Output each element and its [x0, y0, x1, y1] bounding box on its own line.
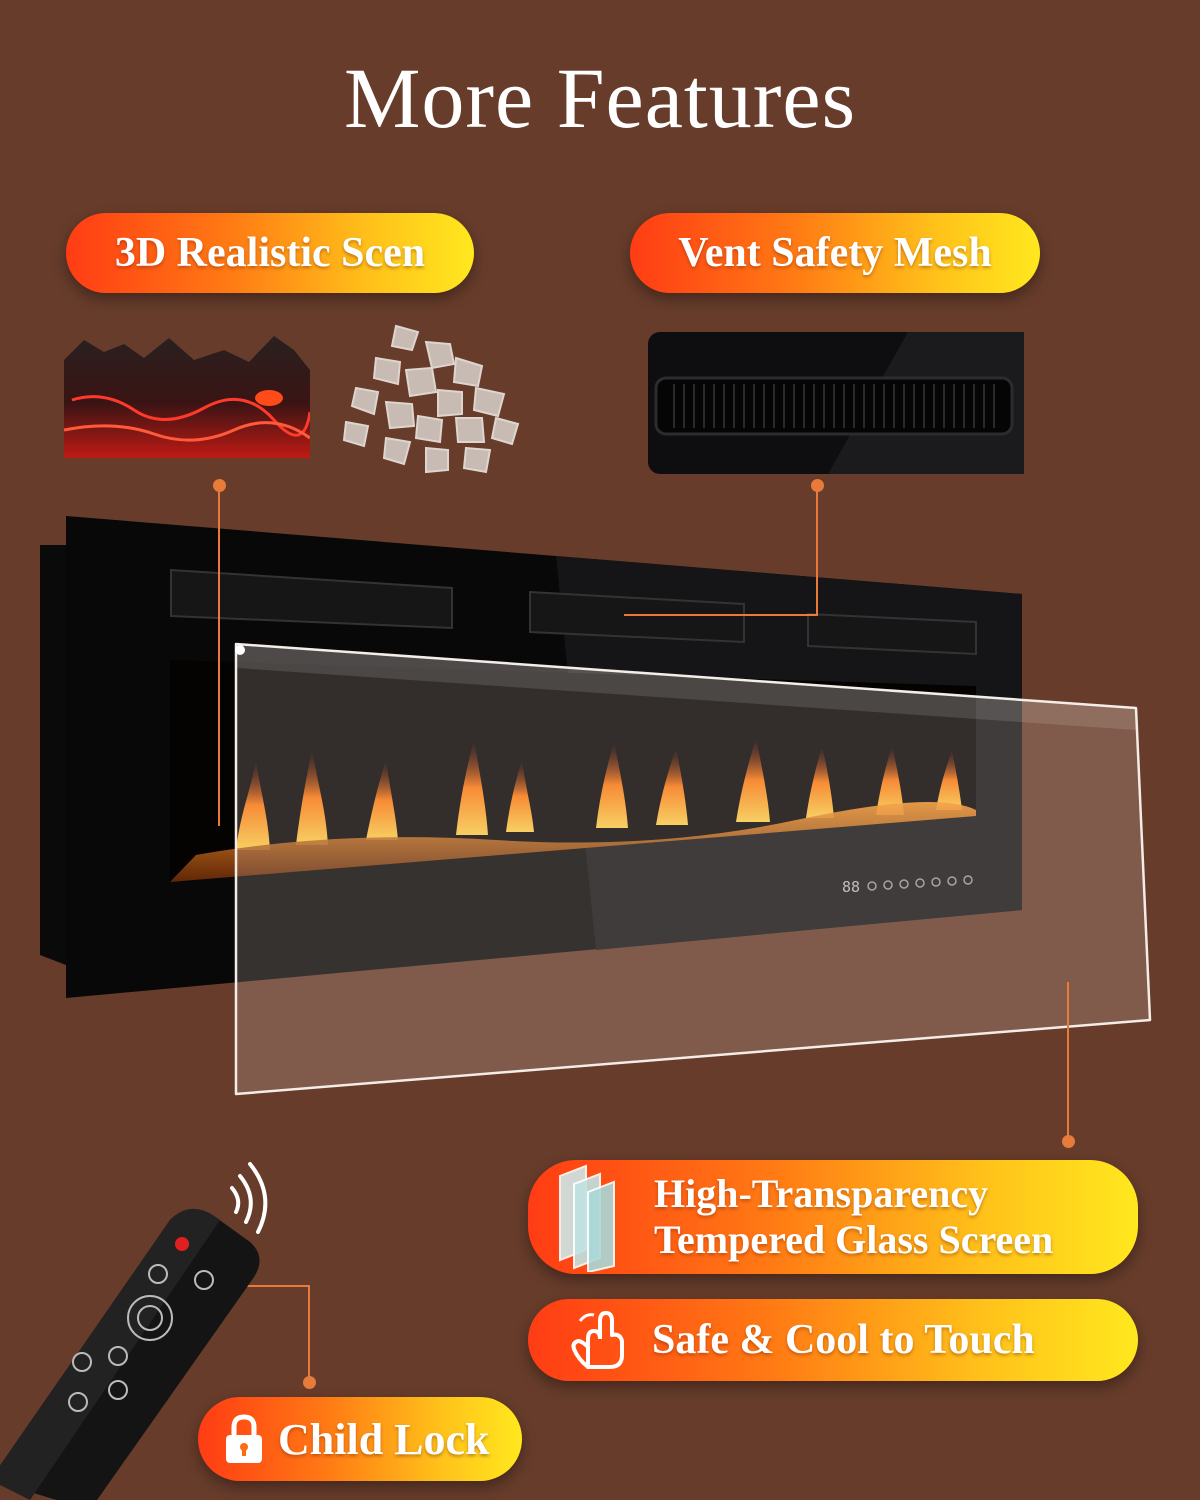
control-display: 88	[842, 878, 860, 896]
feature-pill-realistic-scene: 3D Realistic Scen	[66, 213, 474, 293]
feature-label-glass-line2: Tempered Glass Screen	[654, 1217, 1054, 1262]
glass-layers-icon	[554, 1162, 624, 1272]
touch-hand-icon	[566, 1309, 630, 1371]
page-title: More Features	[343, 50, 857, 146]
feature-label-child-lock: Child Lock	[278, 1414, 490, 1464]
connector-line-lock-v	[308, 1285, 310, 1381]
connector-dot-lock	[303, 1376, 316, 1389]
feature-pill-vent-mesh: Vent Safety Mesh	[630, 213, 1040, 293]
remote-control-image	[0, 1150, 300, 1500]
crystal-stones-image	[326, 318, 534, 486]
connector-line-vent-h	[624, 614, 818, 616]
connector-dot-scene	[213, 479, 226, 492]
padlock-icon	[222, 1413, 266, 1465]
connector-dot-glass	[1062, 1135, 1075, 1148]
fireplace-image: 88	[36, 510, 1156, 1100]
connector-line-scene	[218, 490, 220, 826]
feature-label-vent-mesh: Vent Safety Mesh	[678, 230, 992, 276]
vent-mesh-image	[648, 332, 1024, 474]
feature-pill-child-lock: Child Lock	[198, 1397, 522, 1481]
connector-dot-vent	[811, 479, 824, 492]
feature-pill-touch: Safe & Cool to Touch	[528, 1299, 1138, 1381]
feature-label-glass-line1: High-Transparency	[654, 1171, 989, 1216]
connector-line-glass	[1067, 982, 1069, 1138]
connector-line-lock-h	[230, 1285, 310, 1287]
feature-label-touch: Safe & Cool to Touch	[652, 1317, 1035, 1363]
wireless-signal-icon	[230, 1162, 268, 1234]
connector-line-vent	[816, 490, 818, 615]
feature-label-realistic-scene: 3D Realistic Scen	[114, 230, 426, 276]
feature-pill-glass: High-Transparency Tempered Glass Screen	[528, 1160, 1138, 1274]
log-ember-image	[64, 330, 310, 458]
